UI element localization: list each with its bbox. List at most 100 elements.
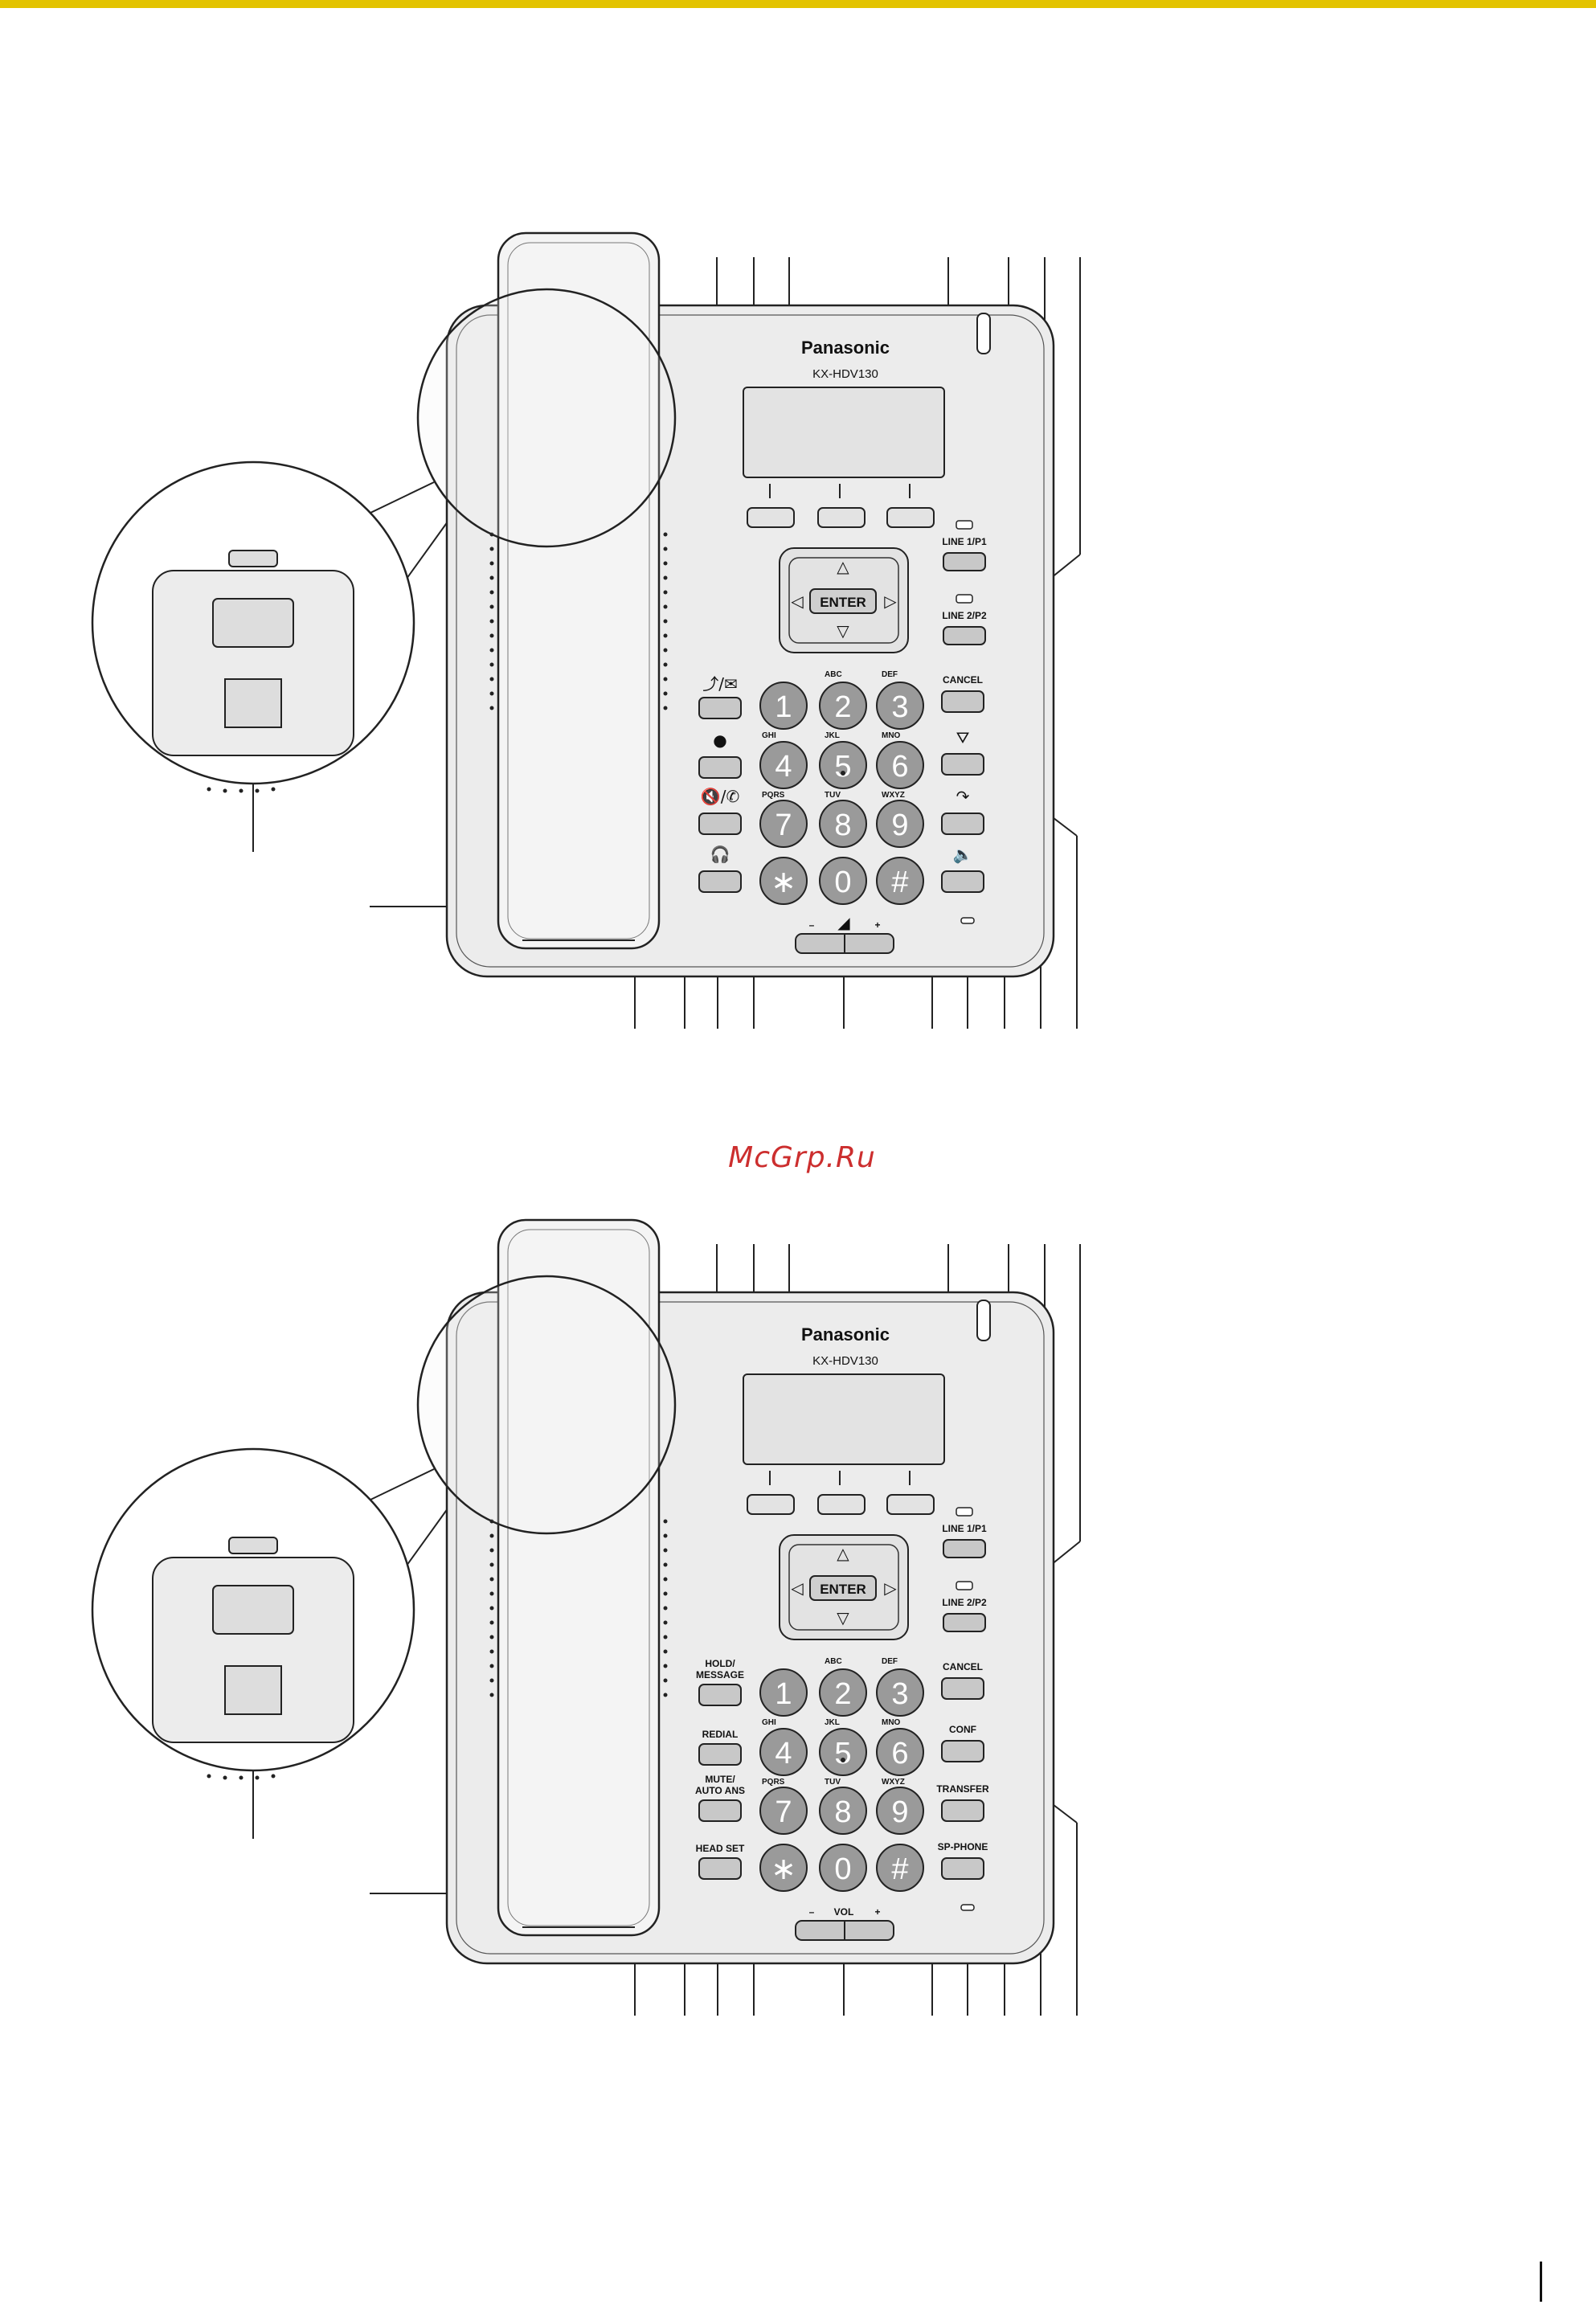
redial-button[interactable] [698, 756, 742, 779]
svg-text:DEF: DEF [882, 670, 898, 679]
redial-label: REDIAL [702, 1729, 739, 1740]
svg-text:PQRS: PQRS [762, 791, 785, 800]
svg-text:ENTER: ENTER [820, 1582, 866, 1597]
conference-button[interactable] [941, 1740, 984, 1762]
dial-key-hash: # [876, 857, 924, 905]
transfer-icon: ↷ [956, 787, 970, 806]
dial-key-1: 1 [759, 1668, 808, 1717]
soft-keys[interactable] [747, 484, 935, 528]
line1-label: LINE 1/P1 [942, 1523, 987, 1534]
speaker-grille-right [663, 532, 668, 710]
microphone [960, 917, 975, 924]
auto-ans-label: AUTO ANS [695, 1785, 745, 1796]
svg-text:1: 1 [775, 1677, 792, 1711]
cancel-button[interactable] [941, 690, 984, 713]
nav-down-icon[interactable]: ▽ [837, 1608, 849, 1627]
transfer-button[interactable] [941, 1799, 984, 1822]
line1-button[interactable] [943, 552, 986, 571]
handset[interactable] [497, 1218, 661, 1937]
nav-down-icon[interactable]: ▽ [837, 621, 849, 641]
headset-button[interactable] [698, 1857, 742, 1880]
nav-left-icon[interactable]: ◁ [790, 1578, 804, 1598]
speakerphone-button[interactable] [941, 870, 984, 893]
transfer-button[interactable] [941, 813, 984, 835]
nav-up-icon[interactable]: △ [837, 1544, 849, 1563]
headset-button[interactable] [698, 870, 742, 893]
dial-key-3: DEF 3 [876, 670, 924, 730]
enter-button[interactable] [809, 1575, 877, 1601]
svg-text:6: 6 [891, 1737, 908, 1770]
mute-auto-answer-button[interactable] [698, 813, 742, 835]
zoom-circle [416, 1275, 677, 1535]
vol-label: VOL [834, 1906, 854, 1918]
cancel-button[interactable] [941, 1677, 984, 1700]
navigator-key[interactable]: ENTER △ ▽ ◁ ▷ [779, 1534, 909, 1640]
nav-right-icon[interactable]: ▷ [884, 592, 897, 611]
svg-text:GHI: GHI [762, 1718, 776, 1727]
message-label: MESSAGE [696, 1669, 744, 1680]
volume-icon: ◢ [837, 913, 850, 932]
vol-minus-label: – [809, 919, 815, 931]
speakerphone-icon: 🔈 [953, 845, 973, 864]
handset[interactable] [497, 231, 661, 950]
line2-button[interactable] [943, 626, 986, 645]
svg-text:9: 9 [891, 808, 908, 842]
svg-text:WXYZ: WXYZ [882, 791, 905, 800]
svg-text:DEF: DEF [882, 1657, 898, 1666]
zoom-circle [416, 288, 677, 548]
redial-button[interactable] [698, 1743, 742, 1766]
svg-text:GHI: GHI [762, 731, 776, 740]
dial-key-9: WXYZ 9 [876, 791, 924, 848]
model-number: KX-HDV130 [812, 367, 878, 381]
svg-text:8: 8 [834, 1795, 851, 1829]
svg-text:PQRS: PQRS [762, 1778, 785, 1787]
svg-text:5: 5 [834, 1737, 851, 1770]
phone-diagram-icons: Panasonic KX-HDV130 ENTER △ ▽ ◁ ▷ LINE 1… [91, 231, 1081, 1029]
nav-left-icon[interactable]: ◁ [790, 592, 804, 611]
navigator-key[interactable]: ENTER △ ▽ ◁ ▷ [779, 547, 909, 653]
svg-text:WXYZ: WXYZ [882, 1778, 905, 1787]
svg-text:#: # [891, 1852, 908, 1886]
microphone [960, 1904, 975, 1911]
svg-text:5: 5 [834, 750, 851, 784]
speakerphone-button[interactable] [941, 1857, 984, 1880]
mute-label: MUTE/ [705, 1774, 735, 1785]
ringer-lamp [976, 1300, 991, 1341]
line1-button[interactable] [943, 1539, 986, 1558]
dial-key-star: ∗ [759, 857, 808, 905]
dial-key-0: 0 [819, 857, 867, 905]
svg-text:1: 1 [775, 690, 792, 724]
speaker-grille-right [663, 1519, 668, 1697]
nav-up-icon[interactable]: △ [837, 557, 849, 576]
top-accent-bar [0, 0, 1596, 8]
line2-led [956, 594, 973, 604]
enter-button[interactable] [809, 588, 877, 614]
hold-message-button[interactable] [698, 697, 742, 719]
line1-led [956, 520, 973, 530]
hold-message-button[interactable] [698, 1684, 742, 1706]
nav-right-icon[interactable]: ▷ [884, 1578, 897, 1598]
svg-text:3: 3 [891, 690, 908, 724]
soft-keys[interactable] [747, 1471, 935, 1515]
svg-text:2: 2 [834, 1677, 851, 1711]
mute-auto-answer-button[interactable] [698, 1799, 742, 1822]
line2-label: LINE 2/P2 [942, 1597, 987, 1608]
line2-label: LINE 2/P2 [942, 610, 987, 621]
conference-button[interactable] [941, 753, 984, 776]
hook-detail [91, 461, 415, 793]
svg-text:4: 4 [775, 1737, 792, 1770]
headset-label: HEAD SET [696, 1843, 745, 1854]
line2-button[interactable] [943, 1613, 986, 1632]
